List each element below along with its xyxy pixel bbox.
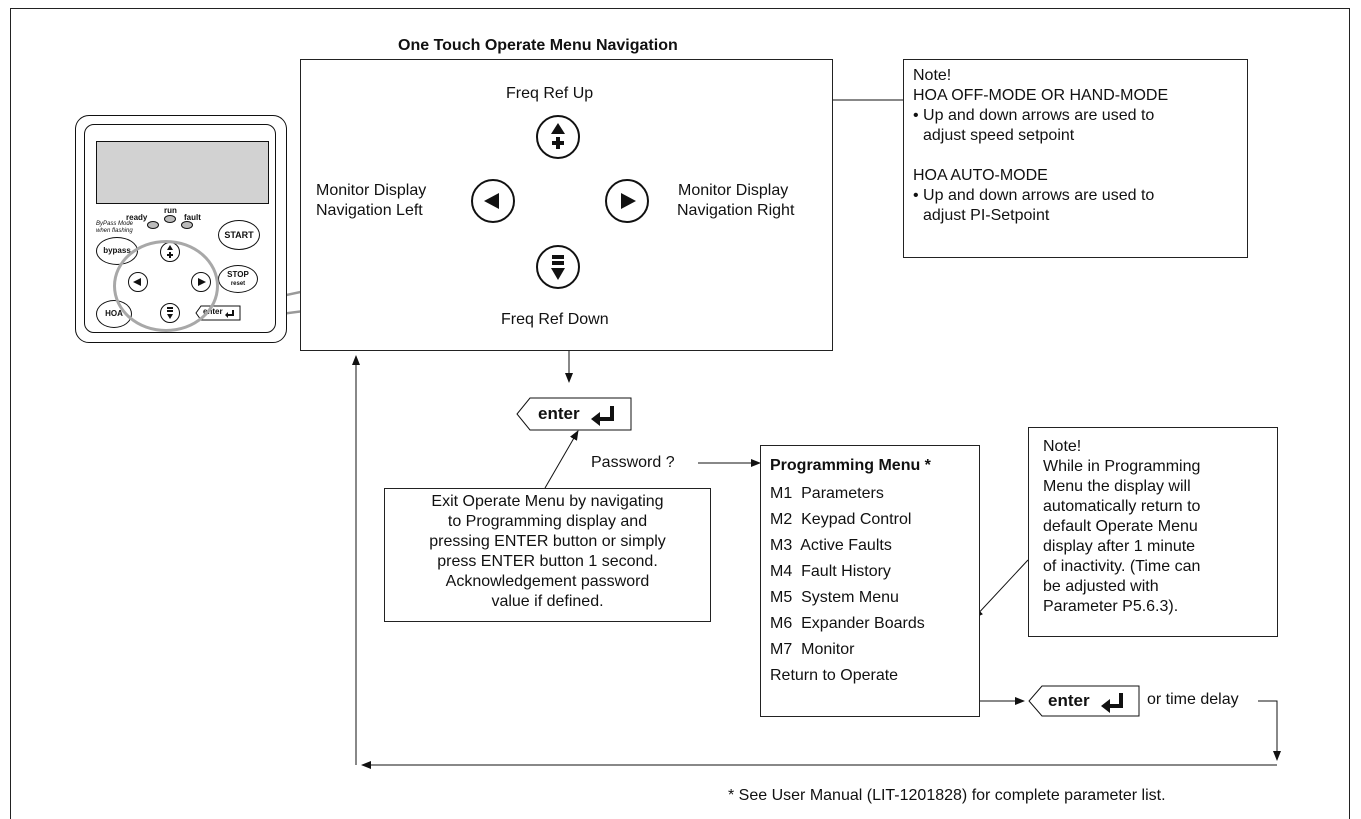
exit-line-4: Acknowledgement password	[445, 573, 650, 590]
ready-label: ready	[126, 213, 148, 222]
right-arrow-icon	[621, 193, 636, 209]
note1-line-4	[913, 146, 1247, 166]
run-label: run	[164, 206, 177, 215]
note2-line-4: default Operate Menu	[1043, 518, 1198, 535]
enter-button-main[interactable]: enter	[516, 397, 632, 431]
run-led	[164, 215, 176, 223]
monitor-left-label-2: Navigation Left	[316, 202, 423, 219]
enter-button-return[interactable]: enter	[1028, 685, 1140, 717]
keypad-lcd-display	[96, 141, 269, 204]
note2-line-8: Parameter P5.6.3).	[1043, 598, 1179, 615]
exit-line-1: to Programming display and	[447, 513, 648, 530]
note1-line-0: Note!	[913, 67, 952, 84]
time-delay-label: or time delay	[1147, 691, 1239, 708]
bypass-mode-label: ByPass Mode	[96, 221, 134, 227]
exit-line-5: value if defined.	[491, 593, 604, 610]
monitor-right-label-2: Navigation Right	[677, 202, 795, 219]
down-minus-icon	[551, 255, 565, 280]
ready-led	[147, 221, 159, 229]
note2-line-2: Menu the display will	[1043, 478, 1191, 495]
reset-label: reset	[230, 281, 246, 287]
diagram-title: One Touch Operate Menu Navigation	[398, 37, 678, 54]
fault-led	[181, 221, 193, 229]
note1-line-6: • Up and down arrows are used to	[913, 187, 1155, 204]
note2-line-1: While in Programming	[1043, 458, 1201, 475]
programming-menu: Programming Menu * M1 Parameters M2 Keyp…	[760, 445, 980, 717]
freq-ref-down-label: Freq Ref Down	[501, 311, 609, 328]
exit-line-0: Exit Operate Menu by navigating	[431, 493, 664, 510]
enter-return-label: enter	[1048, 691, 1090, 710]
exit-line-2: pressing ENTER button or simply	[429, 533, 666, 550]
programming-menu-title: Programming Menu *	[770, 457, 931, 474]
exit-line-3: press ENTER button 1 second.	[437, 553, 658, 570]
keypad-enter-label: enter	[203, 307, 223, 316]
when-flashing-label: when flashing	[96, 228, 133, 234]
note-hoa-modes: Note! HOA OFF-MODE OR HAND-MODE • Up and…	[903, 59, 1248, 258]
left-arrow-icon	[484, 193, 499, 209]
figure-frame	[10, 8, 1350, 819]
menu-item-m3-active-faults[interactable]: M3 Active Faults	[770, 537, 892, 554]
note1-line-5: HOA AUTO-MODE	[913, 167, 1048, 184]
note1-line-3: adjust speed setpoint	[923, 127, 1075, 144]
stop-label: STOP	[227, 270, 249, 279]
footnote: * See User Manual (LIT-1201828) for comp…	[728, 787, 1166, 804]
monitor-left-label-1: Monitor Display	[316, 182, 427, 199]
menu-item-m6-expander-boards[interactable]: M6 Expander Boards	[770, 615, 925, 632]
note2-line-0: Note!	[1043, 438, 1082, 455]
exit-operate-note: Exit Operate Menu by navigating to Progr…	[384, 488, 711, 622]
note1-line-7: adjust PI-Setpoint	[923, 207, 1050, 224]
menu-item-m5-system-menu[interactable]: M5 System Menu	[770, 589, 899, 606]
monitor-right-label-1: Monitor Display	[678, 182, 789, 199]
note-programming-timeout: Note! While in Programming Menu the disp…	[1028, 427, 1278, 637]
enter-main-label: enter	[538, 404, 580, 423]
menu-item-m7-monitor[interactable]: M7 Monitor	[770, 641, 855, 658]
up-plus-button[interactable]	[536, 115, 580, 159]
menu-item-m2-keypad-control[interactable]: M2 Keypad Control	[770, 511, 912, 528]
down-minus-button[interactable]	[536, 245, 580, 289]
highlight-circle	[113, 240, 219, 332]
note2-line-5: display after 1 minute	[1043, 538, 1196, 555]
navigation-box	[300, 59, 833, 351]
enter-return-icon	[598, 405, 616, 421]
start-button[interactable]: START	[218, 220, 260, 250]
note2-pointer	[973, 559, 1029, 619]
time-delay-down-arrow	[1258, 700, 1281, 761]
password-label: Password ?	[591, 454, 675, 471]
keypad-illustration: ready run fault ByPass Mode when flashin…	[75, 115, 287, 343]
note2-line-3: automatically return to	[1043, 498, 1201, 515]
note2-line-7: be adjusted with	[1043, 578, 1159, 595]
freq-ref-up-label: Freq Ref Up	[506, 85, 594, 102]
stop-reset-button[interactable]: STOP reset	[218, 265, 258, 293]
menu-item-m1-parameters[interactable]: M1 Parameters	[770, 485, 884, 502]
left-arrow-button[interactable]	[471, 179, 515, 223]
note2-line-6: of inactivity. (Time can	[1043, 558, 1201, 575]
up-plus-icon	[551, 123, 565, 149]
right-arrow-button[interactable]	[605, 179, 649, 223]
exit-note-pointer	[544, 430, 579, 489]
menu-item-return-to-operate[interactable]: Return to Operate	[770, 667, 899, 684]
note1-line-2: • Up and down arrows are used to	[913, 107, 1155, 124]
fault-label: fault	[184, 213, 201, 222]
menu-item-m4-fault-history[interactable]: M4 Fault History	[770, 563, 891, 580]
note1-line-1: HOA OFF-MODE OR HAND-MODE	[913, 87, 1169, 104]
